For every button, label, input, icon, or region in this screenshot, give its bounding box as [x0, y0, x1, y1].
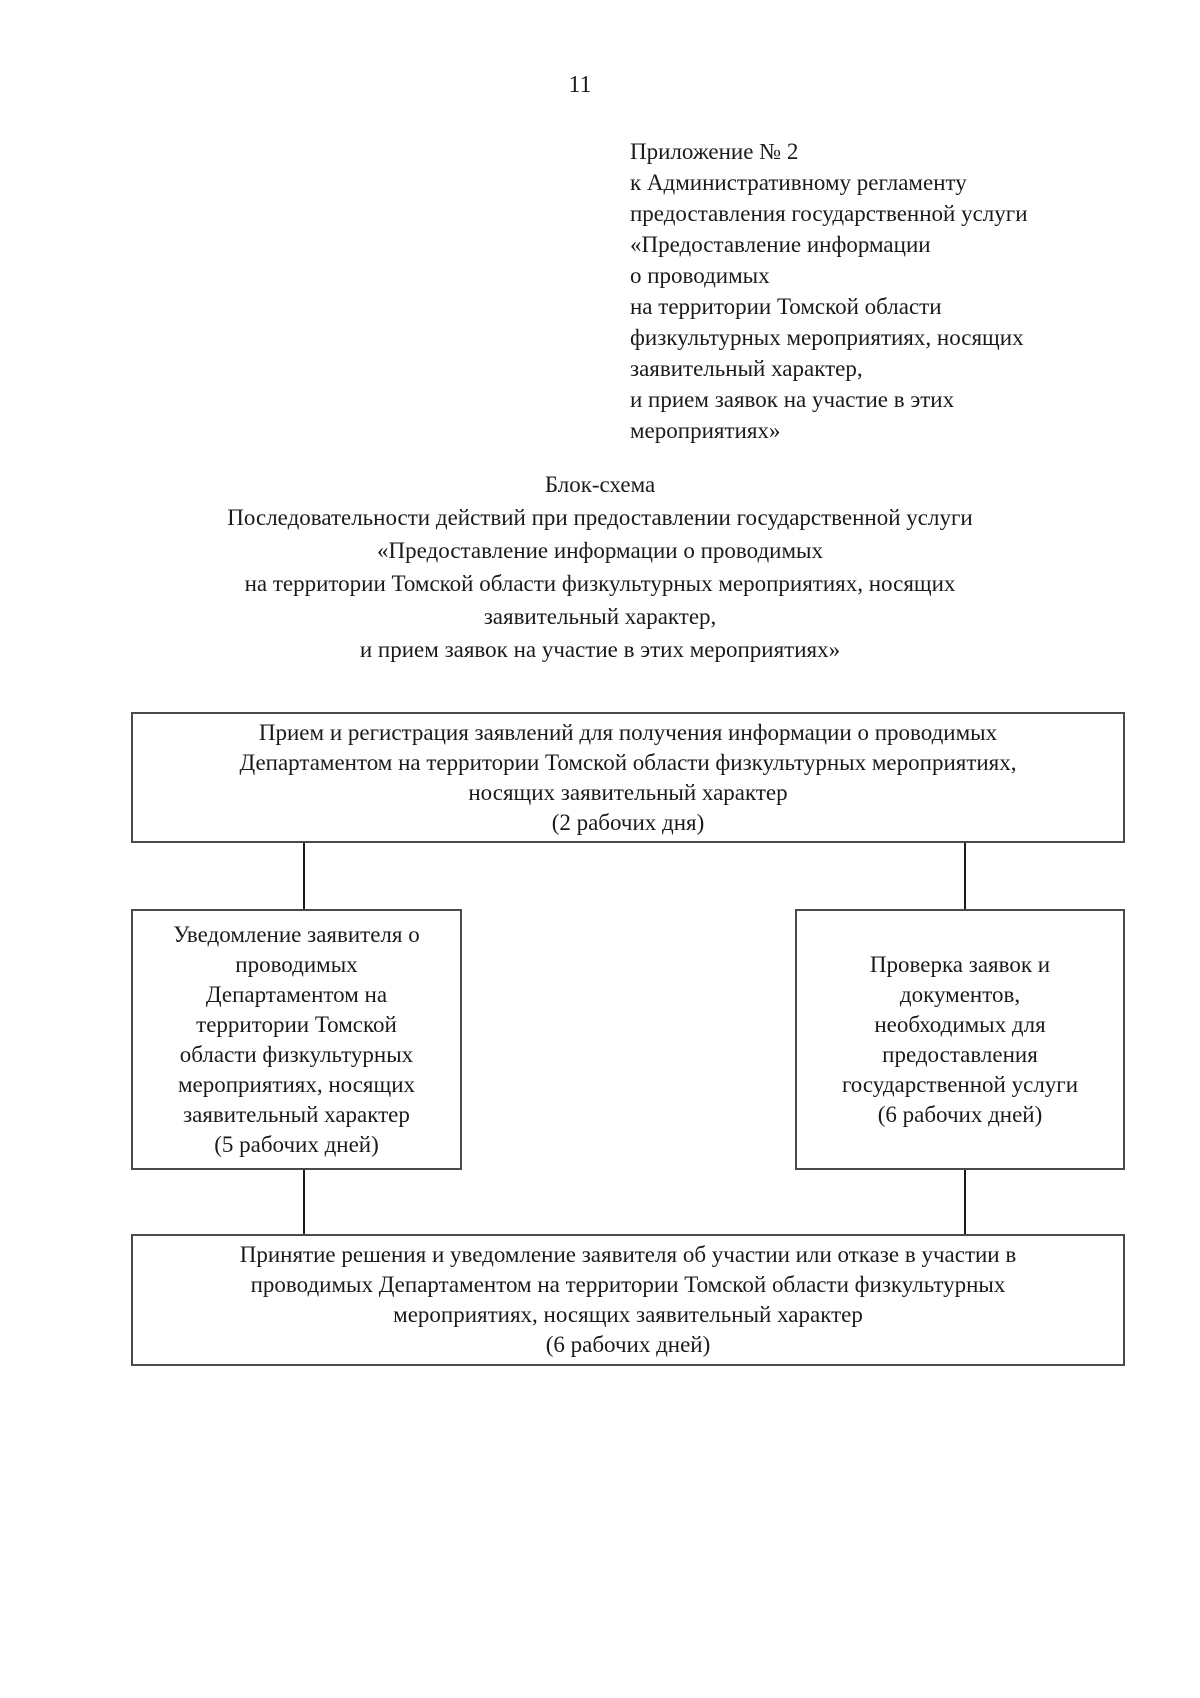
- step-decision-notification-box: Принятие решения и уведомление заявителя…: [131, 1234, 1125, 1366]
- appendix-reference: Приложение № 2 к Административному регла…: [630, 139, 1028, 443]
- step-decision-notification-label: Принятие решения и уведомление заявителя…: [239, 1242, 1017, 1327]
- step-applicant-notification-duration: (5 рабочих дней): [214, 1131, 379, 1157]
- connector-verification-to-decision: [964, 1170, 966, 1234]
- step-reception-registration-duration: (2 рабочих дня): [551, 809, 705, 835]
- step-applicant-notification-box: Уведомление заявителя о проводимых Депар…: [131, 909, 462, 1170]
- step-applicant-notification-label: Уведомление заявителя о проводимых Депар…: [173, 921, 420, 1127]
- step-application-verification-duration: (6 рабочих дней): [877, 1101, 1043, 1127]
- step-application-verification-label: Проверка заявок и документов, необходимы…: [841, 951, 1079, 1097]
- connector-reception-to-notification: [303, 843, 305, 909]
- connector-notification-to-decision: [303, 1170, 305, 1234]
- document-title: Блок-схема Последовательности действий п…: [227, 472, 973, 662]
- page-number: 11: [568, 72, 592, 98]
- step-application-verification-box: Проверка заявок и документов, необходимы…: [795, 909, 1125, 1170]
- step-reception-registration-label: Прием и регистрация заявлений для получе…: [239, 719, 1017, 805]
- connector-reception-to-verification: [964, 843, 966, 909]
- step-decision-notification-duration: (6 рабочих дней): [545, 1332, 711, 1357]
- step-reception-registration-box: Прием и регистрация заявлений для получе…: [131, 712, 1125, 843]
